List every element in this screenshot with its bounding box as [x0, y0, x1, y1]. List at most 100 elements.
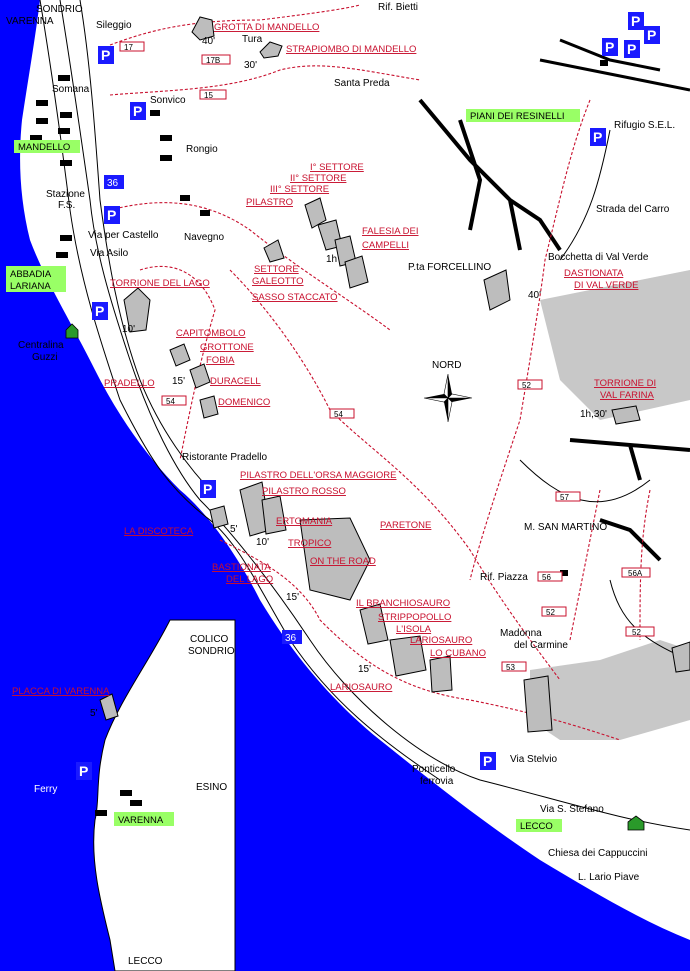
- crag-label: TORRIONE DEL LAGO: [110, 278, 210, 289]
- crag-label: GALEOTTO: [252, 276, 304, 287]
- main-road: [59, 0, 690, 831]
- svg-text:P: P: [101, 47, 110, 63]
- place-label: NORD: [432, 360, 461, 371]
- svg-text:P: P: [605, 39, 614, 55]
- crag-icon: [99, 16, 690, 733]
- place-label: F.S.: [58, 200, 75, 211]
- carmine-slope: [530, 640, 690, 740]
- svg-text:P: P: [79, 763, 88, 779]
- crag-label: DEL LAGO: [226, 574, 273, 585]
- walk-time: 15': [358, 664, 371, 675]
- railway: [79, 0, 216, 496]
- crag-label: DI VAL VERDE: [574, 280, 638, 291]
- crag-label: ERTOMANIA: [276, 516, 333, 527]
- place-label: Chiesa dei Cappuccini: [548, 848, 648, 859]
- svg-text:P: P: [593, 129, 602, 145]
- crag-label: PILASTRO ROSSO: [262, 486, 346, 497]
- road-san-martino: [519, 459, 690, 661]
- ridge-2: [539, 38, 690, 92]
- highlight: [6, 266, 66, 292]
- crag-label: LA DISCOTECA: [124, 526, 194, 537]
- crag-label: TROPICO: [288, 538, 331, 549]
- crag-label: ON THE ROAD: [310, 556, 376, 567]
- piani-label: PIANI DEI RESINELLI: [470, 111, 565, 122]
- ridge-1: [418, 98, 562, 252]
- svg-text:57: 57: [560, 493, 569, 502]
- walk-time: 5': [90, 708, 98, 719]
- parking-icon: P P P P P P P P P P P P: [76, 12, 660, 780]
- place-label: Sonvico: [150, 95, 186, 106]
- svg-text:53: 53: [506, 663, 515, 672]
- crag-label: I° SETTORE: [310, 162, 364, 173]
- place-label: Santa Preda: [334, 78, 390, 89]
- crag-label: III° SETTORE: [270, 184, 329, 195]
- svg-text:56A: 56A: [628, 569, 643, 578]
- place-label: VARENNA: [6, 16, 54, 27]
- trail-path: [569, 489, 651, 641]
- road-36-label: 36: [285, 633, 297, 644]
- trail-path: [109, 202, 391, 331]
- crag-label: VAL FARINA: [600, 390, 655, 401]
- crag-label: FOBIA: [206, 355, 235, 366]
- walk-time: 5': [230, 524, 238, 535]
- place-label: ferrovia: [420, 776, 454, 787]
- crag-label: PLACCA DI VARENNA: [12, 686, 110, 697]
- place-label: Strada del Carro: [596, 204, 670, 215]
- place-label: LECCO: [128, 956, 163, 967]
- svg-text:17B: 17B: [206, 56, 220, 65]
- walk-time: 40': [202, 36, 215, 47]
- place-label: Via Asilo: [90, 248, 129, 259]
- walk-time: 30': [244, 60, 257, 71]
- svg-text:54: 54: [166, 397, 175, 406]
- crag-label: DASTIONATA: [564, 268, 624, 279]
- crag-label: STRIPPOPOLLO: [378, 612, 451, 623]
- crag-label: L'ISOLA: [396, 624, 432, 635]
- compass-rose-icon: [423, 373, 473, 423]
- place-label: Via S. Stefano: [540, 804, 604, 815]
- varenna-land: [93, 619, 236, 971]
- road-36-badge: [282, 630, 302, 644]
- hut-icon: [627, 815, 645, 831]
- lariana-label: LARIANA: [10, 281, 51, 292]
- place-label: del Carmine: [514, 640, 568, 651]
- place-label: Via per Castello: [88, 230, 159, 241]
- trail-path: [109, 4, 361, 46]
- place-label: Stazione: [46, 189, 85, 200]
- walk-time: 15': [286, 592, 299, 603]
- svg-text:P: P: [627, 41, 636, 57]
- svg-text:52: 52: [522, 381, 531, 390]
- highlight: [114, 812, 174, 826]
- place-label: Rifugio S.E.L.: [614, 120, 675, 131]
- svg-text:P: P: [483, 753, 492, 769]
- place-label: Ponticello: [412, 764, 456, 775]
- place-label: Centralina: [18, 340, 64, 351]
- place-label: Navegno: [184, 232, 224, 243]
- highlight: [14, 140, 80, 153]
- trail-path: [229, 269, 561, 681]
- trail-number-icon: 17 17B 15 54 54 52 57 56 56A 52 52 53: [119, 41, 655, 672]
- place-label: Ferry: [34, 784, 57, 795]
- trail-path: [139, 265, 216, 461]
- strada-carro: [559, 129, 611, 261]
- place-label: P.ta FORCELLINO: [408, 262, 491, 273]
- crag-label: SETTORE: [254, 264, 299, 275]
- crag-label: LARIOSAURO: [410, 635, 472, 646]
- place-label: Rif. Piazza: [480, 572, 528, 583]
- trail-path: [469, 99, 591, 581]
- place-label: Somana: [52, 84, 90, 95]
- crag-label: PRADELLO: [104, 378, 155, 389]
- crag-label: DOMENICO: [218, 397, 270, 408]
- crag-label: SASSO STACCATO: [252, 292, 338, 303]
- crag-label: GROTTA DI MANDELLO: [214, 22, 319, 33]
- walk-time: 1h: [326, 254, 337, 265]
- place-label: Sileggio: [96, 20, 132, 31]
- crag-label: LO CUBANO: [430, 648, 486, 659]
- crag-label: STRAPIOMBO DI MANDELLO: [286, 44, 416, 55]
- place-label: Tura: [242, 34, 263, 45]
- place-label: SONDRIO: [188, 646, 235, 657]
- crag-label: PARETONE: [380, 520, 431, 531]
- crag-label: II° SETTORE: [290, 173, 346, 184]
- crag-label: DURACELL: [210, 376, 261, 387]
- val-verde-slope: [540, 270, 690, 420]
